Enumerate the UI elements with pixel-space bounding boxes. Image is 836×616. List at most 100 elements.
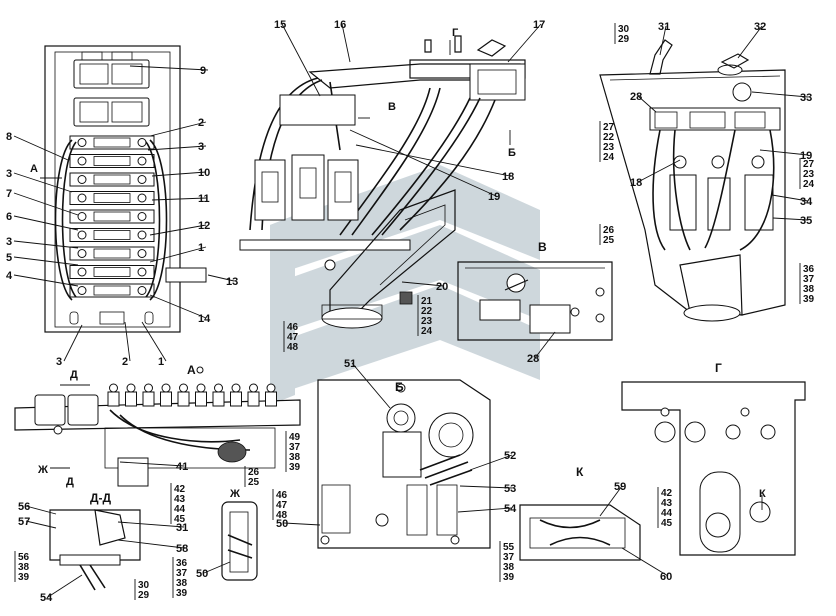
callout-leader — [13, 240, 79, 249]
callout-c34: 34 — [800, 196, 813, 208]
view-k-panel — [519, 504, 641, 561]
callout-leader — [13, 192, 79, 216]
callout-leader — [207, 274, 235, 282]
callout-c53: 53 — [504, 483, 516, 495]
fuse-terminal — [137, 267, 147, 277]
callout-leader — [25, 505, 57, 515]
terminal-block — [265, 391, 277, 407]
callout-leader — [149, 246, 207, 263]
callout-c9: 9 — [200, 65, 206, 77]
fuse-body — [93, 193, 131, 203]
group-item-g36b: 38 — [176, 578, 188, 589]
callout-c54b: 54 — [40, 592, 53, 604]
terminal-screw — [179, 383, 188, 393]
view-label-vDD: Д-Д — [90, 491, 112, 505]
callout-c3d: 3 — [56, 356, 62, 368]
group-item-g46b: 48 — [276, 510, 288, 521]
callout-leader — [13, 256, 79, 266]
group-item-g26b: 25 — [248, 477, 260, 488]
group-item-g27a: 22 — [603, 132, 615, 143]
group-item-g42b: 44 — [661, 508, 673, 519]
callout-leader — [281, 23, 321, 97]
callout-leader — [151, 197, 207, 201]
group-item-g36b: 36 — [176, 558, 188, 569]
fuse-slot — [69, 283, 155, 298]
terminal-block — [142, 391, 155, 407]
callout-leader — [117, 521, 185, 528]
view-label-vZh2: Ж — [229, 488, 240, 500]
view-dd-panel — [49, 509, 141, 591]
group-item-g36a: 38 — [803, 284, 815, 295]
callout-c50a: 50 — [276, 518, 288, 530]
callout-c52: 52 — [504, 450, 516, 462]
callout-leader — [351, 362, 391, 409]
group-item-g36a: 39 — [803, 294, 815, 305]
fuse-terminal — [137, 230, 147, 240]
group-item-g27b: 24 — [803, 179, 815, 190]
callout-c10: 10 — [198, 167, 210, 179]
callout-c18a: 18 — [502, 171, 514, 183]
callout-leader — [659, 25, 667, 56]
fuse-body — [93, 248, 131, 259]
group-item-g46b: 47 — [276, 500, 288, 511]
callout-c59: 59 — [614, 481, 626, 493]
fuse-terminal — [137, 212, 147, 221]
fuse-terminal — [77, 156, 87, 166]
callout-c1b: 1 — [158, 356, 164, 368]
callout-leader — [771, 194, 809, 202]
group-item-g30: 29 — [618, 34, 630, 45]
callout-leader — [621, 547, 669, 577]
callout-leader — [283, 522, 321, 526]
view-label-vZh: Ж — [37, 464, 48, 476]
terminal-block — [177, 391, 190, 407]
group-item-g36a: 36 — [803, 264, 815, 275]
callout-c20: 20 — [436, 281, 448, 293]
terminal-block — [212, 391, 225, 407]
callout-leader — [203, 561, 231, 574]
view-label-vB: Б — [508, 147, 516, 159]
callout-c13: 13 — [226, 276, 238, 288]
callout-c2b: 2 — [122, 356, 128, 368]
callout-c58: 58 — [176, 543, 188, 555]
callout-leader — [47, 574, 83, 598]
right-housing-panel — [599, 39, 786, 322]
callout-c3a: 3 — [198, 141, 204, 153]
group-item-g46b: 46 — [276, 490, 288, 501]
callout-c32: 32 — [754, 21, 766, 33]
view-a-mark — [196, 366, 204, 374]
group-item-g56: 38 — [18, 562, 30, 573]
callout-leader — [459, 485, 513, 489]
group-item-g56: 39 — [18, 572, 30, 583]
group-item-g49: 38 — [289, 452, 301, 463]
callout-leader — [63, 324, 83, 362]
callout-c2a: 2 — [198, 117, 204, 129]
group-item-g46a: 47 — [287, 332, 299, 343]
view-label-vK2: К — [759, 488, 766, 500]
callout-c41: 41 — [176, 461, 188, 473]
callout-leader — [599, 485, 623, 517]
callout-c51: 51 — [344, 358, 356, 370]
fuse-terminal — [137, 175, 147, 184]
group-item-g49: 37 — [289, 442, 301, 453]
group-item-g36a: 37 — [803, 274, 815, 285]
callout-leader — [117, 539, 185, 549]
group-item-g55: 39 — [503, 572, 515, 583]
terminal-screw — [266, 383, 276, 393]
callout-leader — [151, 171, 207, 177]
view-label-vK: К — [576, 465, 584, 479]
callout-leader — [507, 23, 542, 63]
fuse-body — [93, 211, 131, 222]
fuse-body — [93, 137, 131, 148]
callout-c31b: 31 — [176, 522, 188, 534]
callout-c28a: 28 — [527, 353, 539, 365]
callout-leader — [129, 65, 209, 71]
fuse-slot — [69, 246, 155, 261]
fuse-body — [93, 285, 131, 296]
terminal-block — [160, 391, 172, 407]
view-label-vA: А — [30, 163, 38, 175]
group-item-g36b: 37 — [176, 568, 188, 579]
group-item-g49: 49 — [289, 432, 301, 443]
fuse-body — [93, 230, 131, 240]
